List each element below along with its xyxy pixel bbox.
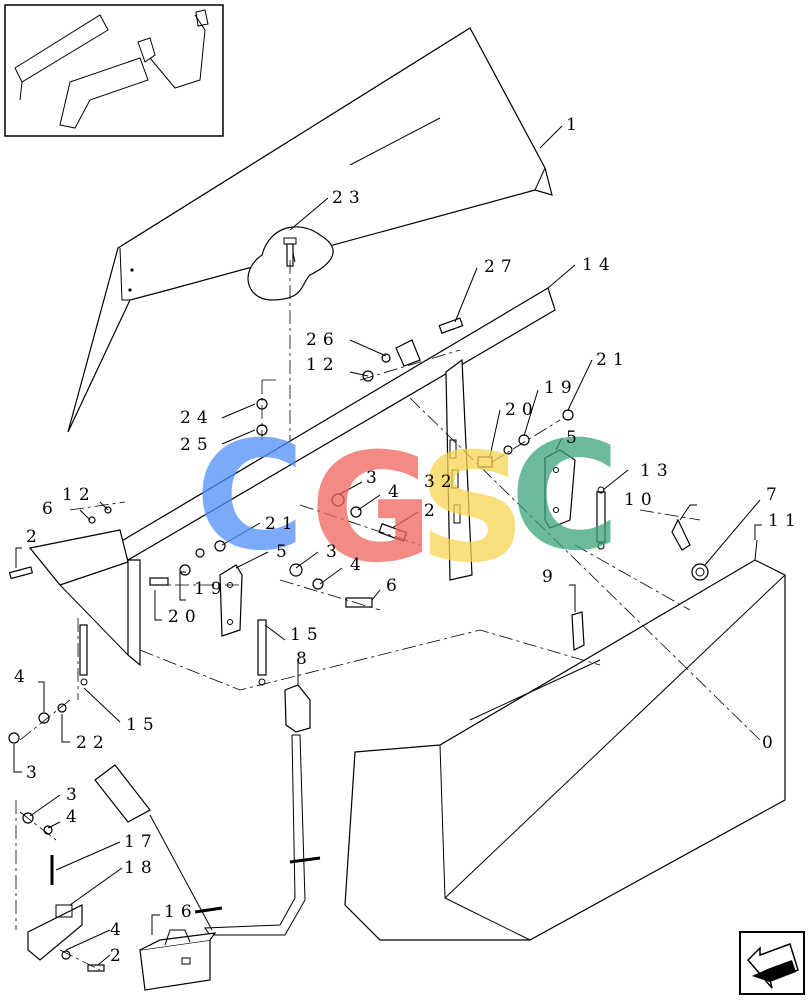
- part-vertical-bracket: [445, 358, 473, 581]
- part-knob: [691, 563, 709, 581]
- label-4c: 4: [14, 667, 31, 687]
- inset-thumbnail: [4, 4, 224, 137]
- label-2c: 2: [110, 946, 127, 966]
- watermark-letter-c2: C: [510, 410, 620, 584]
- label-15a: 15: [290, 625, 324, 645]
- label-15b: 15: [126, 715, 160, 735]
- callout-labels: 1 23 14 27 26 12 21 19 20 24 25 5 13 10 …: [14, 115, 802, 966]
- label-26: 26: [306, 330, 340, 350]
- label-2a: 2: [424, 501, 441, 521]
- watermark-letter-g: G: [310, 422, 433, 596]
- label-13: 13: [640, 461, 674, 481]
- part-gas-spring-13: [596, 486, 606, 550]
- label-1: 1: [566, 115, 583, 135]
- part-gas-spring-15a: [257, 619, 267, 686]
- watermark-letter-c1: C: [195, 410, 305, 584]
- label-21a: 21: [596, 350, 630, 370]
- label-32: 32: [424, 472, 458, 492]
- part-hinge-plate-right: [544, 449, 576, 529]
- part-beam: [28, 287, 556, 667]
- label-12b: 12: [62, 485, 96, 505]
- label-12a: 12: [306, 355, 340, 375]
- bolt-27: [438, 317, 464, 334]
- part-gas-spring-15b: [79, 624, 88, 686]
- watermark-letter-s: S: [418, 422, 526, 596]
- label-4b: 4: [350, 555, 367, 575]
- label-11: 11: [768, 511, 802, 531]
- arrow-nav-icon[interactable]: [739, 931, 805, 995]
- label-23: 23: [332, 188, 366, 208]
- label-18: 18: [124, 858, 158, 878]
- part-lower-cover: [344, 539, 786, 941]
- label-24: 24: [180, 408, 214, 428]
- label-7: 7: [766, 485, 783, 505]
- label-8: 8: [296, 649, 313, 669]
- part-hinge-plate-left: [219, 564, 243, 637]
- label-4e: 4: [110, 920, 127, 940]
- label-19a: 19: [544, 378, 578, 398]
- label-3c: 3: [26, 763, 43, 783]
- label-19b: 19: [194, 579, 228, 599]
- label-20a: 20: [505, 400, 539, 420]
- label-22: 22: [76, 733, 110, 753]
- label-16: 16: [164, 902, 198, 922]
- label-10: 10: [624, 490, 658, 510]
- label-14: 14: [582, 255, 616, 275]
- label-5a: 5: [566, 428, 583, 448]
- label-27: 27: [484, 257, 518, 277]
- label-4a: 4: [388, 482, 405, 502]
- label-3a: 3: [366, 468, 383, 488]
- watermark: C G S C: [195, 410, 620, 596]
- label-21b: 21: [265, 514, 299, 534]
- label-6b: 6: [386, 576, 403, 596]
- assembly-lines: [15, 260, 761, 971]
- label-4d: 4: [66, 807, 83, 827]
- label-3d: 3: [66, 785, 83, 805]
- part-small-plate: [571, 611, 585, 651]
- part-latch: [27, 855, 83, 961]
- toolbox-icon: [139, 929, 217, 991]
- label-3b: 3: [326, 542, 343, 562]
- label-2b: 2: [26, 527, 43, 547]
- label-17: 17: [124, 832, 158, 852]
- label-9: 9: [542, 567, 559, 587]
- label-6a: 6: [42, 499, 59, 519]
- label-25: 25: [180, 435, 214, 455]
- leader-lines: [13, 125, 762, 966]
- label-5b: 5: [276, 542, 293, 562]
- label-20b: 20: [168, 607, 202, 627]
- label-0: 0: [762, 733, 779, 753]
- part-clip: [671, 518, 691, 551]
